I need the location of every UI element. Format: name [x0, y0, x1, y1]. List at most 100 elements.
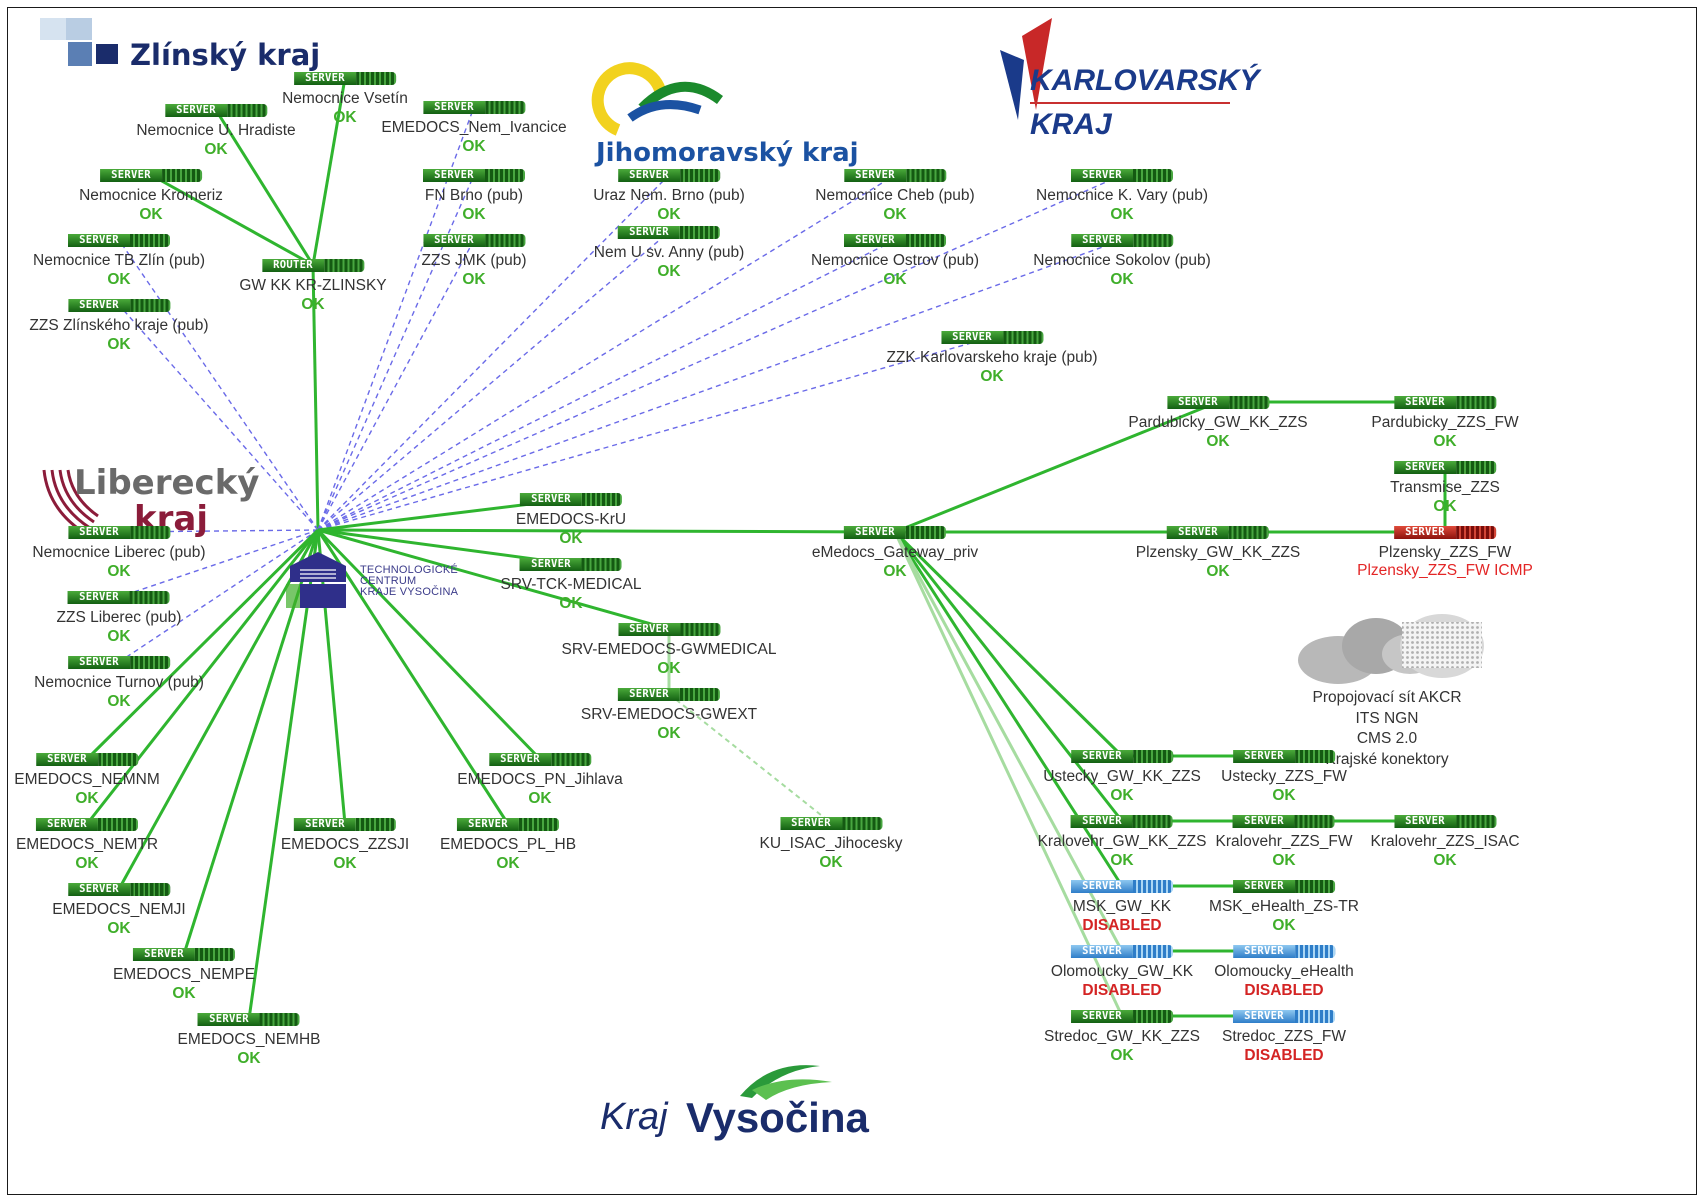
node-status: DISABLED [1082, 982, 1162, 999]
node-type-badge: SERVER [1071, 815, 1133, 828]
node-type-badge: SERVER [1394, 815, 1456, 828]
link-hub-n_zzsjmk [317, 239, 475, 531]
lib-logo-text-1: Liberecký [74, 463, 260, 503]
node-status: OK [559, 595, 583, 612]
node-type-badge: SERVER [164, 104, 227, 117]
node-status: OK [1272, 852, 1296, 869]
node-label: Nemocnice Liberec (pub) [32, 544, 206, 561]
node-load-meter [680, 226, 720, 239]
node-label: Kralovehr_ZZS_ISAC [1370, 833, 1520, 850]
node-label: Ustecky_GW_KK_ZZS [1043, 768, 1201, 785]
node-load-meter [1229, 526, 1269, 539]
node-type-badge: SERVER [617, 169, 680, 182]
node-status: OK [1110, 1047, 1134, 1064]
node-type-badge: SERVER [1393, 461, 1456, 474]
central-hub[interactable]: TECHNOLOGICKÉ CENTRUM KRAJE VYSOČINA [282, 548, 458, 614]
node-status-bar: SERVER [1393, 461, 1496, 474]
node-khisac[interactable]: SERVER Kralovehr_ZZS_ISAC OK [1370, 815, 1520, 870]
node-load-meter [130, 656, 170, 669]
node-type-badge: SERVER [68, 656, 130, 669]
node-load-meter [1455, 461, 1496, 474]
node-status-bar: SERVER [68, 234, 170, 247]
node-status-bar: SERVER [618, 623, 720, 636]
kv-logo-text-2: KRAJ [1030, 108, 1112, 141]
node-status: OK [204, 141, 228, 158]
node-status: OK [1433, 498, 1457, 515]
node-status: OK [528, 790, 552, 807]
node-status-bar: SERVER [1071, 815, 1173, 828]
node-status: OK [1433, 852, 1457, 869]
node-status: OK [657, 725, 681, 742]
node-status: OK [301, 296, 325, 313]
node-status: OK [1110, 206, 1134, 223]
node-load-meter [97, 753, 138, 766]
node-status-bar: SERVER [843, 234, 946, 247]
node-status: OK [1110, 787, 1134, 804]
node-label: Stredoc_ZZS_FW [1221, 1028, 1347, 1045]
node-status-bar: SERVER [844, 526, 946, 539]
link-gw-n_stgw [893, 531, 1124, 1017]
node-label: EMEDOCS-KrU [515, 511, 627, 528]
node-status: OK [1272, 787, 1296, 804]
node-load-meter [129, 526, 170, 539]
node-type-badge: SERVER [1071, 880, 1133, 893]
node-load-meter [1229, 396, 1269, 409]
node-status-bar: SERVER [617, 169, 720, 182]
link-n_vsetin-n_gwzl [311, 77, 347, 266]
node-load-meter [130, 234, 170, 247]
link-hub-n_nemji [117, 529, 320, 890]
node-label: GW KK KR-ZLINSKY [239, 277, 387, 294]
node-load-meter [905, 169, 946, 182]
node-label: Pardubicky_ZZS_FW [1371, 414, 1519, 431]
node-status: OK [462, 206, 486, 223]
